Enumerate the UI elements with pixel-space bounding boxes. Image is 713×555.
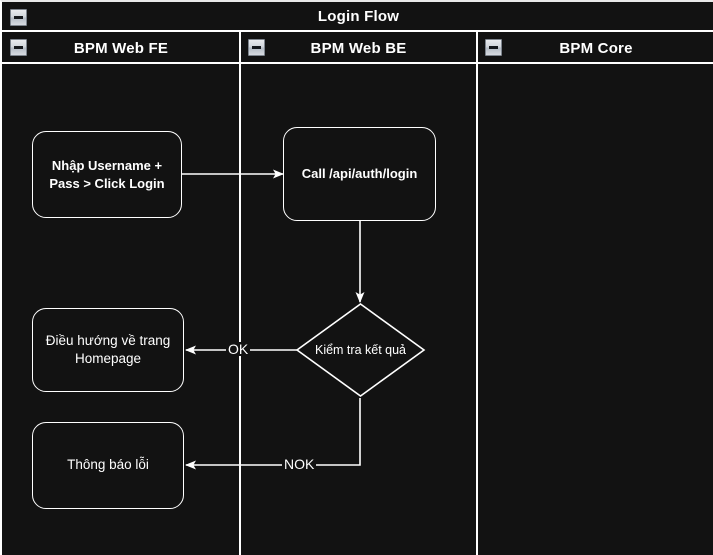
task-login-input[interactable]: Nhập Username + Pass > Click Login xyxy=(32,131,182,218)
flow-check-nok-to-error xyxy=(185,398,361,470)
gateway-check-result[interactable]: Kiểm tra kết quả xyxy=(295,302,426,398)
task-login-input-label: Nhập Username + Pass > Click Login xyxy=(49,157,165,191)
lane-header-row: BPM Web FE BPM Web BE BPM Core xyxy=(2,32,713,64)
diamond-shape-icon xyxy=(295,303,426,397)
task-call-api[interactable]: Call /api/auth/login xyxy=(283,127,436,221)
lane-divider-fe-be xyxy=(239,32,241,555)
pool-title-label: Login Flow xyxy=(317,7,400,25)
minus-glyph xyxy=(252,46,261,49)
lane-header-be: BPM Web BE xyxy=(240,32,477,64)
pool-title-bar: Login Flow xyxy=(2,2,713,32)
lane-label-core: BPM Core xyxy=(559,39,633,57)
lane-header-fe: BPM Web FE xyxy=(2,32,240,64)
lane-divider-be-core xyxy=(476,32,478,555)
lane-label-be: BPM Web BE xyxy=(310,39,407,57)
task-call-api-label: Call /api/auth/login xyxy=(301,166,418,182)
lane-collapse-minus-icon-be[interactable] xyxy=(248,39,265,56)
gateway-check-result-label: Kiểm tra kết quả xyxy=(314,343,406,357)
lane-collapse-minus-icon-core[interactable] xyxy=(485,39,502,56)
minus-glyph xyxy=(14,46,23,49)
lane-header-core: BPM Core xyxy=(477,32,713,64)
minus-glyph xyxy=(14,16,23,19)
edge-label-nok: NOK xyxy=(282,456,317,472)
task-error-notice-label: Thông báo lỗi xyxy=(67,457,149,473)
task-redirect-homepage-label: Điều hướng về trang Homepage xyxy=(45,332,171,366)
minus-glyph xyxy=(489,46,498,49)
edge-label-ok: OK xyxy=(226,341,251,357)
pool-collapse-minus-icon[interactable] xyxy=(10,9,27,26)
lane-collapse-minus-icon-fe[interactable] xyxy=(10,39,27,56)
task-redirect-homepage[interactable]: Điều hướng về trang Homepage xyxy=(32,308,184,392)
task-error-notice[interactable]: Thông báo lỗi xyxy=(32,422,184,509)
lane-label-fe: BPM Web FE xyxy=(73,39,169,57)
